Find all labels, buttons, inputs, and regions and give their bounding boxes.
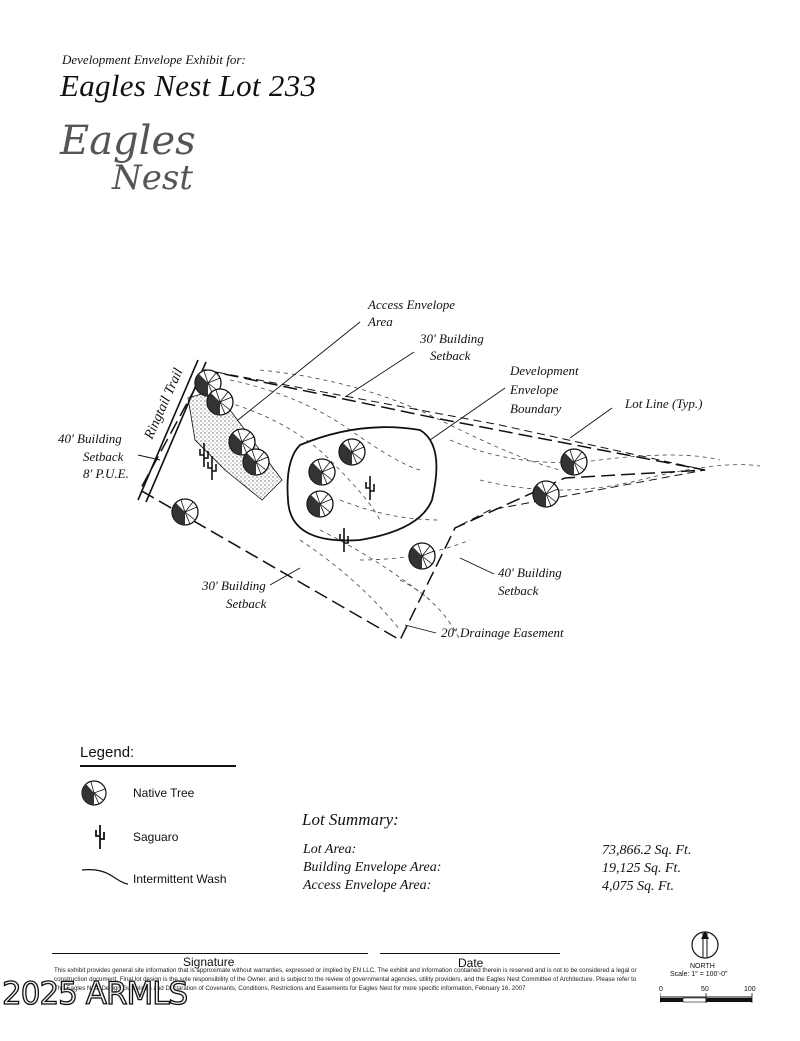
label-access-envelope-2: Area [367,314,393,329]
lot-summary-title: Lot Summary: [302,810,399,829]
label-lot-line: Lot Line (Typ.) [624,396,702,411]
legend-label-wash: Intermittent Wash [133,872,227,886]
label-setback30-top-2: Setback [430,348,471,363]
legend-label-saguaro: Saguaro [133,830,179,844]
native-tree-icon [408,542,436,570]
lot-summary-value: 73,866.2 Sq. Ft. [602,843,692,858]
lot-summary-label: Access Envelope Area: [303,878,432,893]
native-tree-icon [242,448,270,476]
legend-item-native-tree: Native Tree [80,776,320,812]
scale-tick-label: 100 [744,986,756,993]
label-pue: 8' P.U.E. [83,466,129,481]
native-tree-icon [532,480,560,508]
logo-line-1: Eagles [60,118,196,164]
logo-line-2: Nest [112,158,193,198]
saguaro-icon [365,475,375,501]
legend-item-saguaro: Saguaro [80,820,320,856]
scale-label: Scale: 1" = 100'-0" [670,971,728,978]
label-dev-envelope-3: Boundary [510,401,562,416]
signature-label: Signature [183,955,235,969]
legend-item-wash: Intermittent Wash [80,862,320,898]
north-arrow-icon [660,931,753,1003]
lot-summary-value: 4,075 Sq. Ft. [602,879,674,894]
native-tree-icon [560,448,588,476]
north-arrow-scale [660,925,770,1015]
label-setback40-right-1: 40' Building [498,565,562,580]
native-tree-icon [81,780,107,806]
native-tree-icon [338,438,366,466]
leader-lines [137,321,613,634]
label-dev-envelope-1: Development [509,363,579,378]
native-tree-icon [171,498,199,526]
label-setback30-bottom-1: 30' Building [201,578,266,593]
exhibit-title: Eagles Nest Lot 233 [60,68,317,103]
north-label: NORTH [690,963,715,970]
legend-label-native-tree: Native Tree [133,786,195,800]
label-setback30-bottom-2: Setback [226,596,267,611]
scale-tick-label: 0 [659,986,663,993]
label-access-envelope-1: Access Envelope [367,297,455,312]
exhibit-subtitle: Development Envelope Exhibit for: [62,52,246,67]
label-dev-envelope-2: Envelope [509,382,559,397]
legend-divider [80,765,236,767]
site-plan: Ringtail Trail Access Envelope Area 30' … [58,297,761,642]
lot-summary-value: 19,125 Sq. Ft. [602,861,681,876]
date-label: Date [458,956,484,970]
native-tree-icon [308,458,336,486]
native-tree-icon [206,388,234,416]
scale-tick-label: 50 [701,986,709,993]
date-line [380,953,560,954]
label-setback30-top-1: 30' Building [419,331,484,346]
lot-summary-label: Building Envelope Area: [303,860,442,875]
saguaro-icon [95,825,105,849]
lot-summary-label: Lot Area: [303,842,357,857]
label-setback40-left-2: Setback [83,449,124,464]
development-envelope-boundary [286,426,438,542]
wash-icon [81,868,129,885]
label-setback40-right-2: Setback [498,583,539,598]
watermark: 2025 ARMLS [1,975,189,1012]
label-setback40-left-1: 40' Building [58,431,122,446]
legend-title: Legend: [80,744,135,761]
disclaimer-text: This exhibit provides general site infor… [54,967,637,992]
label-drainage-easement: 20' Drainage Easement [441,625,564,640]
native-tree-icon [306,490,334,518]
signature-line [52,953,368,954]
setback-line [204,369,706,529]
